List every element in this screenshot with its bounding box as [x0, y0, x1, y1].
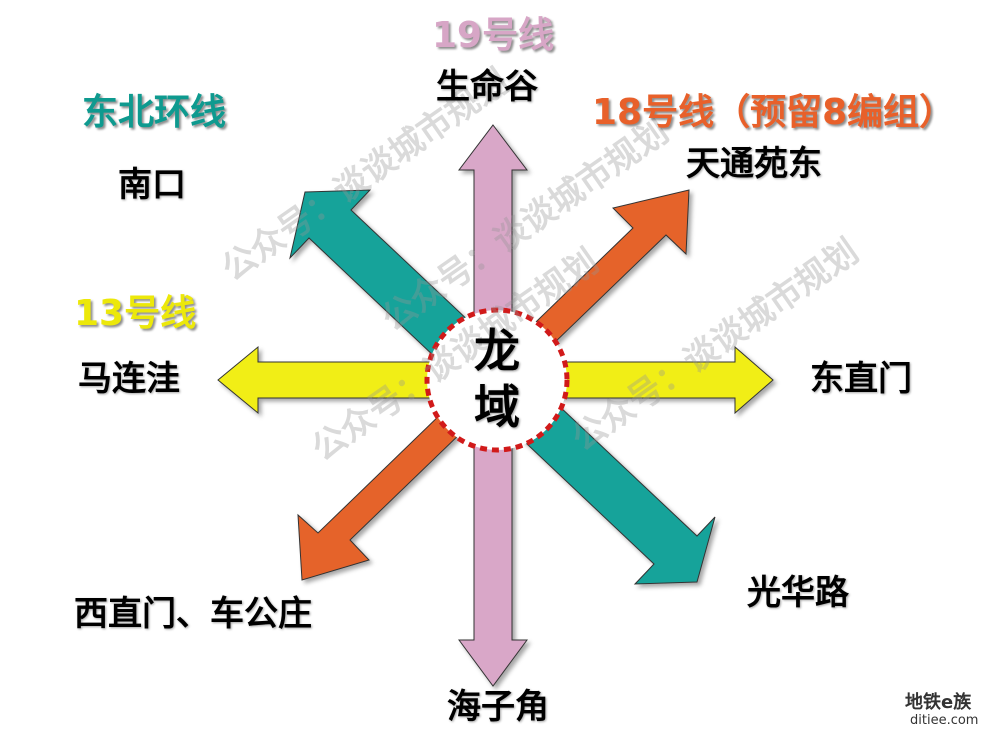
line19-title: 19号线 [432, 15, 555, 56]
station-southwest: 西直门、车公庄 [74, 594, 312, 634]
station-northeast: 天通苑东 [686, 144, 822, 184]
station-east: 东直门 [810, 359, 912, 399]
center-label-1: 龙 [474, 324, 520, 378]
station-southeast: 光华路 [747, 573, 849, 613]
center-ring [424, 307, 570, 453]
station-northwest: 南口 [118, 165, 186, 205]
line13-title: 13号线 [74, 293, 197, 334]
station-north: 生命谷 [436, 67, 538, 107]
corner-logo: 地铁e族 [905, 692, 972, 713]
corner-url: ditiee.com [910, 713, 979, 728]
station-west: 马连洼 [78, 359, 180, 399]
station-south: 海子角 [447, 687, 549, 727]
center-label-2: 域 [474, 380, 520, 434]
ne-loop-title: 东北环线 [82, 92, 227, 133]
line18-title: 18号线（预留8编组） [592, 92, 956, 133]
